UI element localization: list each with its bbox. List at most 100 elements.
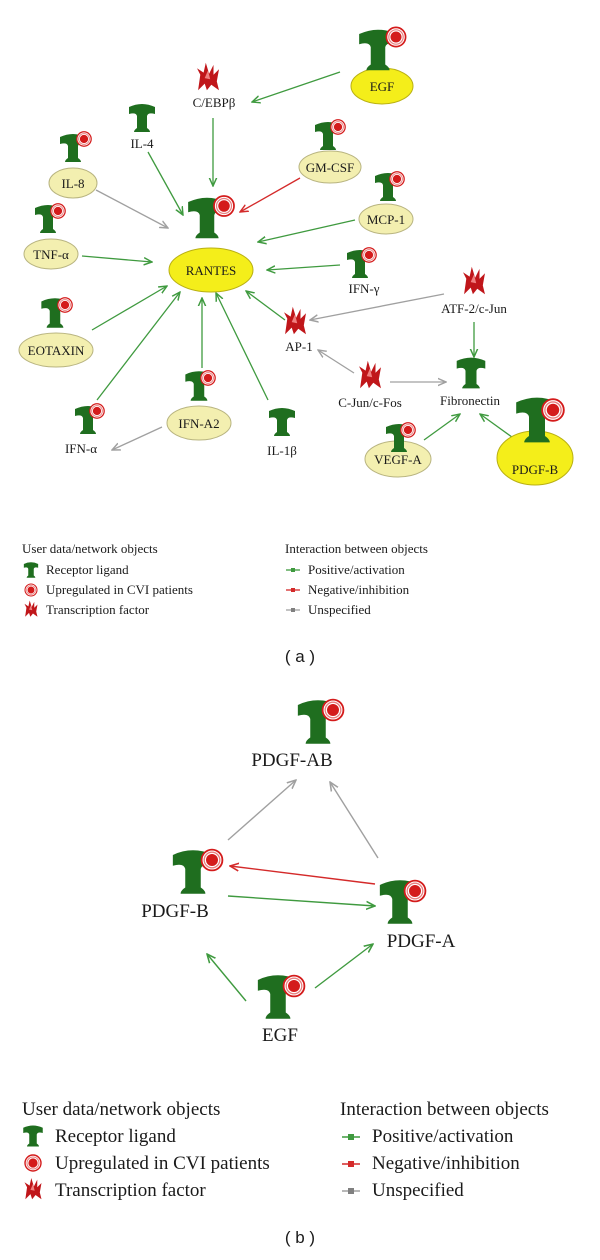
transcription-factor-icon: [463, 266, 485, 295]
transcription-factor-icon: [197, 62, 219, 91]
node-rantes: RANTES: [168, 195, 254, 293]
unspecified-legend-icon: [286, 608, 300, 612]
legend-a-objects-title: User data/network objects: [22, 541, 158, 556]
node-ap1: AP-1: [284, 306, 313, 354]
edge-tnfa-rantes: [81, 255, 152, 262]
node-egf-label: EGF: [370, 79, 395, 94]
edge-b-pdgfb-pdgfa: [227, 895, 375, 906]
negative-legend-icon: [342, 1161, 360, 1167]
legend-b-objects-title: User data/network objects: [22, 1099, 220, 1120]
legend-a-unspecified: Unspecified: [308, 602, 371, 617]
node-ifna-label: IFN-α: [65, 441, 97, 456]
node-fibronectin: Fibronectin: [440, 357, 500, 408]
edge-il1b-rantes: [216, 293, 269, 401]
edge-ifna2-ifna: [112, 426, 163, 450]
node-pdgfb: PDGF-B: [496, 397, 574, 486]
edge-b-egf-pdgfa: [314, 944, 373, 989]
upregulated-icon: [24, 1154, 42, 1172]
transcription-factor-icon: [359, 360, 381, 389]
edge-ap1-rantes: [246, 291, 286, 321]
node-ifna2-label: IFN-A2: [178, 416, 219, 431]
edge-il8-rantes: [95, 189, 168, 228]
node-atf2: ATF-2/c-Jun: [441, 266, 507, 316]
node-il1b: IL-1β: [267, 408, 297, 458]
node-fibronectin-label: Fibronectin: [440, 393, 500, 408]
edge-b-pdgfa-pdgfb: [230, 866, 376, 885]
node-eotaxin-label: EOTAXIN: [28, 343, 85, 358]
positive-legend-icon: [342, 1134, 360, 1140]
node-egf: EGF: [350, 26, 414, 105]
node-cjun-label: C-Jun/c-Fos: [338, 395, 402, 410]
node-b-pdgfa: PDGF-A: [379, 879, 456, 952]
node-il8: IL-8: [48, 131, 98, 199]
legend-a: User data/network objects Receptor ligan…: [22, 541, 428, 617]
node-ifng: IFN-γ: [347, 247, 380, 296]
panel-b-caption: ( b ): [285, 1228, 315, 1247]
legend-b-object-ligand: Receptor ligand: [55, 1126, 176, 1147]
node-mcp1-label: MCP-1: [367, 212, 405, 227]
legend-a-interactions-title: Interaction between objects: [285, 541, 428, 556]
legend-b-positive: Positive/activation: [372, 1126, 514, 1147]
edge-eotaxin-rantes: [91, 286, 167, 331]
node-ap1-label: AP-1: [285, 339, 312, 354]
negative-legend-icon: [286, 588, 300, 592]
node-pdgfb-label: PDGF-B: [512, 462, 559, 477]
edge-ifng-rantes: [267, 264, 341, 270]
node-il8-label: IL-8: [61, 176, 84, 191]
edge-atf2-ap1: [310, 293, 445, 320]
legend-b-object-upregulated: Upregulated in CVI patients: [55, 1153, 270, 1174]
legend-b-unspecified: Unspecified: [372, 1180, 464, 1201]
edge-mcp1-rantes: [258, 219, 356, 242]
node-eotaxin: EOTAXIN: [18, 297, 94, 368]
edge-b-egf-pdgfb: [207, 954, 247, 1002]
node-tnfa-label: TNF-α: [33, 247, 69, 262]
node-cebpb: C/EBPβ: [193, 62, 236, 110]
legend-a-positive: Positive/activation: [308, 562, 405, 577]
legend-b-interactions-title: Interaction between objects: [340, 1099, 549, 1120]
panel-b-edges: [207, 780, 379, 1002]
legend-b-negative: Negative/inhibition: [372, 1153, 520, 1174]
transcription-factor-icon: [24, 600, 38, 617]
node-ifna2: IFN-A2: [166, 370, 232, 441]
legend-b-object-tf: Transcription factor: [55, 1180, 206, 1201]
legend-a-object-upregulated: Upregulated in CVI patients: [46, 582, 193, 597]
unspecified-legend-icon: [342, 1188, 360, 1194]
node-mcp1: MCP-1: [358, 171, 414, 235]
legend-a-object-ligand: Receptor ligand: [46, 562, 129, 577]
node-rantes-label: RANTES: [186, 263, 237, 278]
edge-b-pdgfb-pdgfab: [227, 780, 296, 841]
node-b-pdgfab: PDGF-AB: [251, 698, 345, 771]
node-cjun: C-Jun/c-Fos: [338, 360, 402, 410]
receptor-ligand-icon: [23, 1125, 43, 1147]
node-il4: IL-4: [129, 104, 155, 151]
panel-a-caption: ( a ): [285, 647, 315, 666]
edge-b-pdgfa-pdgfab: [330, 782, 379, 859]
node-il1b-label: IL-1β: [267, 443, 297, 458]
panel-a-edges: [81, 71, 517, 450]
node-b-pdgfa-label: PDGF-A: [387, 931, 456, 952]
node-gmcsf-label: GM-CSF: [306, 160, 354, 175]
node-b-pdgfb-label: PDGF-B: [141, 901, 209, 922]
transcription-factor-icon: [24, 1177, 42, 1200]
node-atf2-label: ATF-2/c-Jun: [441, 301, 507, 316]
legend-a-object-tf: Transcription factor: [46, 602, 150, 617]
node-b-pdgfb: PDGF-B: [141, 848, 224, 922]
node-il4-label: IL-4: [130, 136, 154, 151]
edge-pdgfb-fibronectin: [480, 414, 517, 441]
node-ifna: IFN-α: [65, 403, 105, 456]
edge-cjun-ap1: [318, 350, 355, 374]
edge-gmcsf-rantes: [240, 177, 301, 212]
node-ifng-label: IFN-γ: [348, 281, 379, 296]
upregulated-icon: [24, 583, 38, 597]
node-b-pdgfab-label: PDGF-AB: [251, 750, 332, 771]
edge-vegfa-fibronectin: [423, 414, 460, 441]
node-b-egf-label: EGF: [262, 1025, 298, 1046]
node-tnfa: TNF-α: [23, 203, 79, 270]
receptor-ligand-icon: [23, 562, 39, 578]
node-cebpb-label: C/EBPβ: [193, 95, 236, 110]
edge-ifna-rantes: [96, 292, 180, 401]
edge-il4-rantes: [147, 151, 183, 215]
node-b-egf: EGF: [257, 974, 306, 1046]
